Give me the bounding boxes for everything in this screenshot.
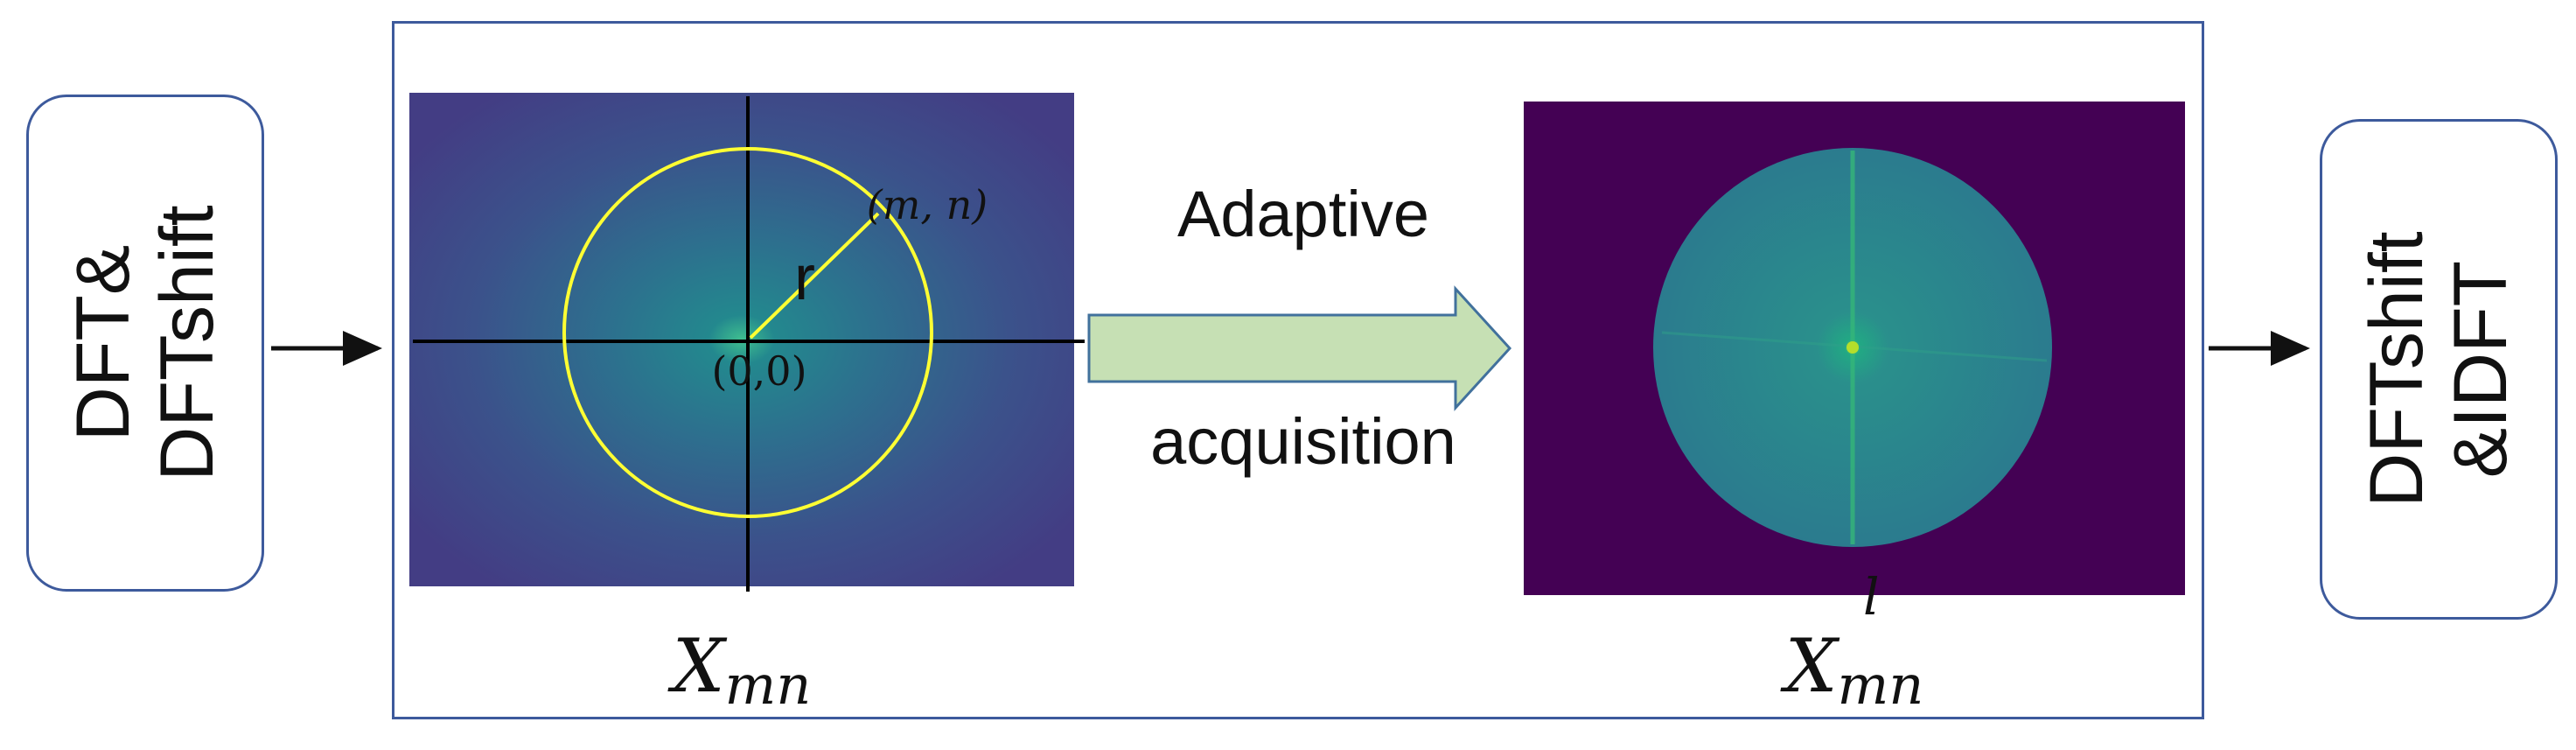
spectrum-caption: Xmn [667,623,812,717]
dftshift-idft-box: DFTshift &IDFT [2320,119,2558,620]
filtered-caption: Xmn [1780,623,1924,717]
origin-label: (0,0) [711,347,806,395]
arrow-label-top: Adaptive [1177,178,1429,250]
filtered-panel: Xmn l [1524,102,2185,717]
radius-line [749,212,880,340]
filtered-caption-sub: mn [1838,653,1924,717]
arrow-label-bottom: acquisition [1150,405,1456,478]
spectrum-caption-sub: mn [725,653,812,717]
dft-dftshift-box: DFT& DFTshift [26,95,264,592]
cutoff-circle [562,147,933,518]
filtered-caption-base: X [1780,623,1840,709]
adaptive-acquisition-arrow: Adaptive acquisition [1087,178,1512,478]
block-arrow [1087,285,1512,411]
radius-label: r [794,243,815,313]
spectrum-caption-base: X [667,623,728,709]
point-label: (m, n) [867,181,988,228]
spectrum-panel: (m, n) r (0,0) Xmn [409,93,1085,717]
filtered-caption-sup: l [1863,567,1880,627]
disc-center [1846,341,1859,354]
